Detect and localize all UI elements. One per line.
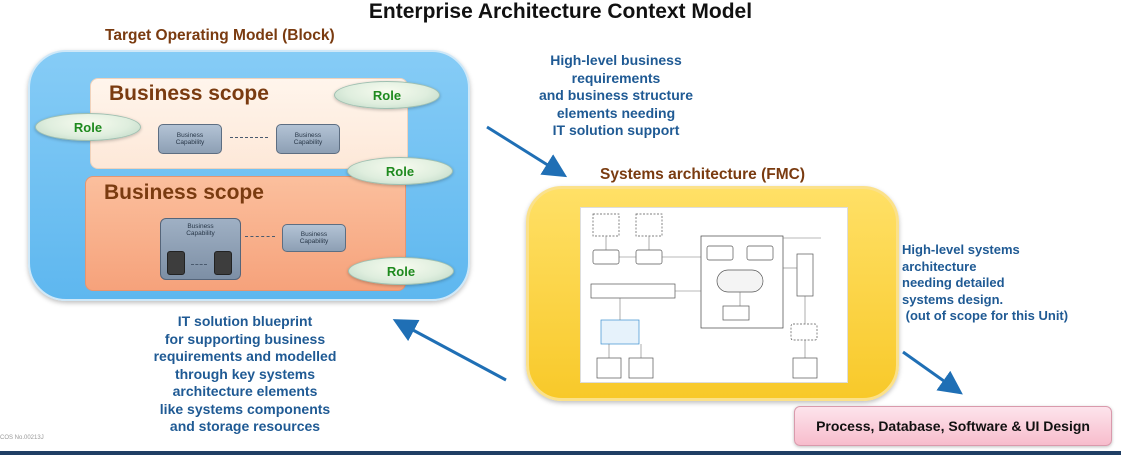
business-capability-1b: Business Capability (276, 124, 340, 154)
capability-connector-1 (230, 137, 268, 138)
footnote: COS No.00213J (0, 435, 44, 441)
business-capability-1a: Business Capability (158, 124, 222, 154)
business-capability-2b: Business Capability (282, 224, 346, 252)
capability-connector-2 (245, 236, 275, 237)
role-ellipse: Role (348, 257, 454, 285)
sub-capability-block (167, 251, 185, 275)
business-scope-1-label: Business scope (109, 82, 269, 105)
process-database-software-ui-design-box: Process, Database, Software & UI Design (794, 406, 1112, 446)
systems-architecture-annotation: High-level systems architecture needing … (902, 242, 1069, 323)
it-blueprint-annotation: IT solution blueprint for supporting bus… (153, 313, 337, 434)
fmc-diagram-sketch (590, 213, 821, 379)
arrow-to-design (902, 350, 963, 395)
bottom-rule (0, 451, 1121, 455)
role-ellipse: Role (35, 113, 141, 141)
role-ellipse: Role (347, 157, 453, 185)
role-ellipse: Role (334, 81, 440, 109)
business-capability-2a-label: Business Capability (186, 223, 215, 237)
arrow-to-tom (392, 319, 507, 382)
business-capability-2a: Business Capability (160, 218, 241, 280)
fmc-diagram (580, 207, 848, 383)
sub-capability-connector (191, 264, 207, 265)
business-scope-2-label: Business scope (104, 181, 264, 204)
diagram-title: Enterprise Architecture Context Model (368, 0, 753, 23)
tom-heading: Target Operating Model (Block) (105, 27, 335, 44)
business-requirements-annotation: High-level business requirements and bus… (538, 52, 694, 138)
systems-architecture-heading: Systems architecture (FMC) (600, 166, 806, 183)
sub-capability-block (214, 251, 232, 275)
